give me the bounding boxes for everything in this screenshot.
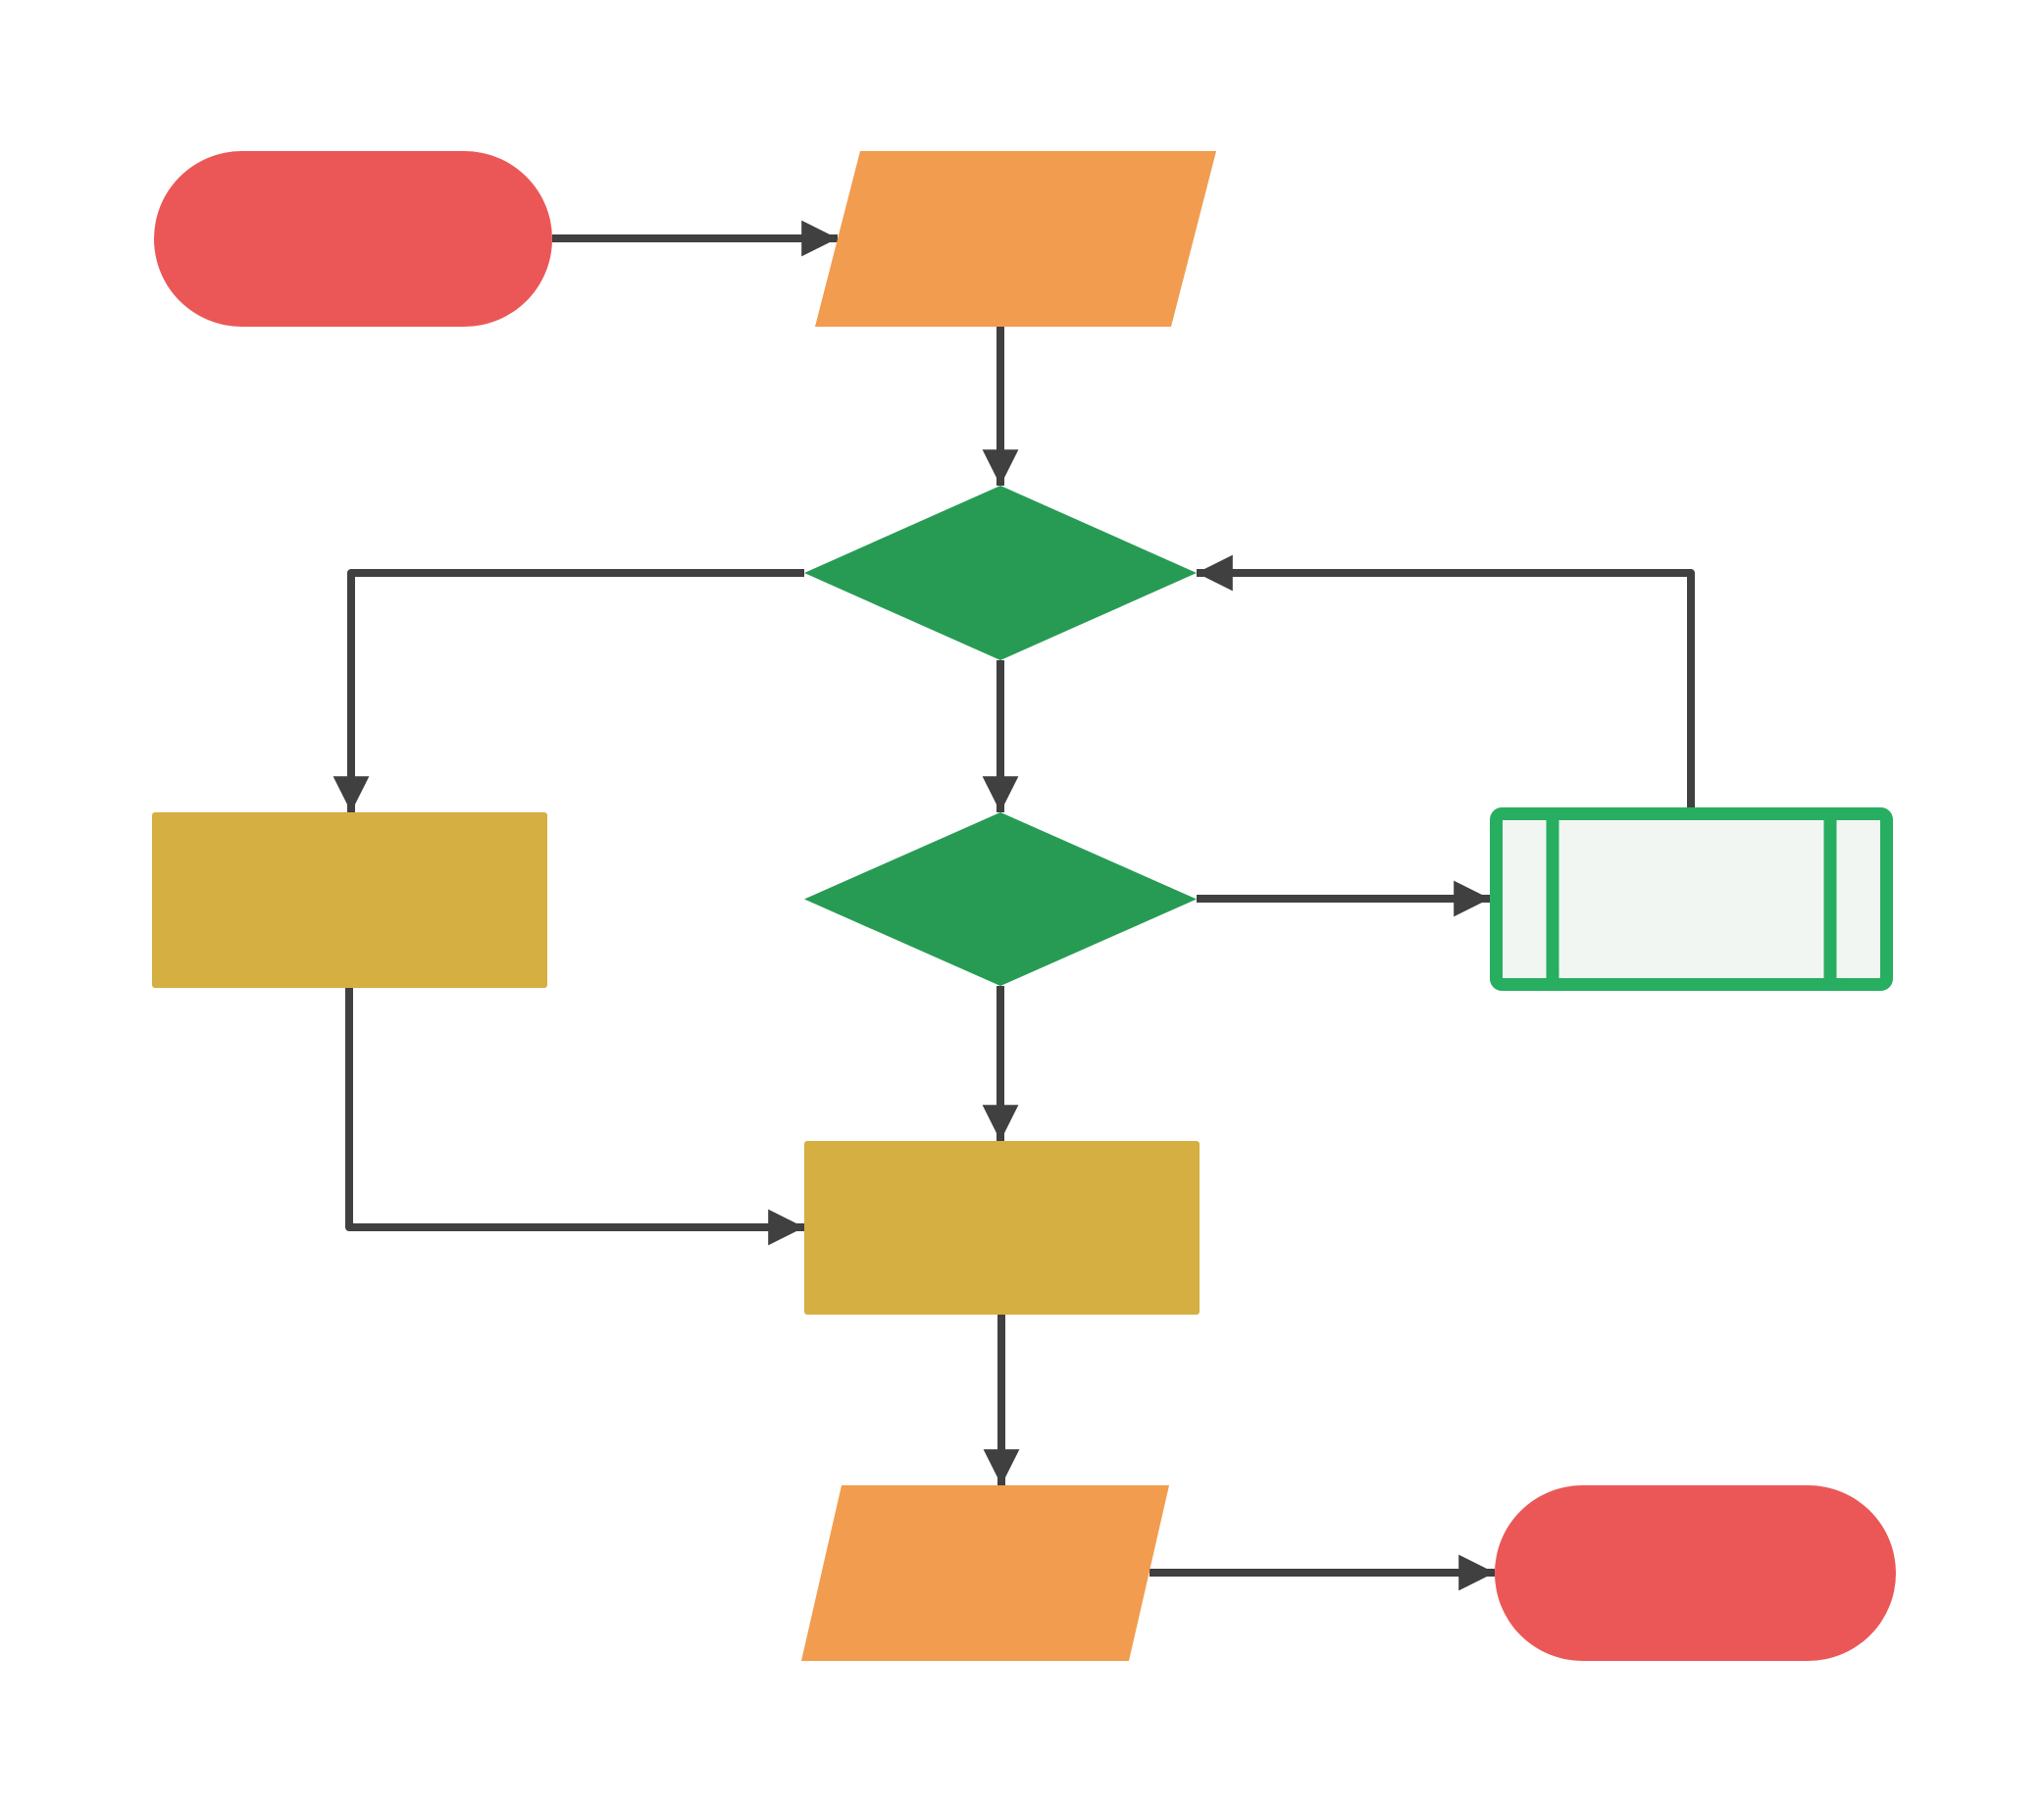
edge-process-left-to-center: [345, 988, 804, 1246]
edge-predefined-to-decision1: [1197, 554, 1695, 807]
process-rect-center-node: [804, 1141, 1200, 1315]
process-rect-left-node: [152, 812, 547, 988]
decision-diamond-1-node: [804, 486, 1197, 660]
edge-decision1-to-process-left: [332, 569, 804, 812]
nodes-layer: [152, 151, 1896, 1661]
predefined-process-node-body: [1490, 807, 1893, 991]
edges-layer: [332, 220, 1695, 1591]
decision-diamond-2-node: [804, 812, 1197, 986]
output-parallelogram-node: [801, 1485, 1169, 1661]
start-terminator-node: [154, 151, 552, 327]
input-parallelogram-node: [815, 151, 1216, 327]
predefined-process-node: [1490, 807, 1893, 991]
end-terminator-node: [1495, 1485, 1896, 1661]
